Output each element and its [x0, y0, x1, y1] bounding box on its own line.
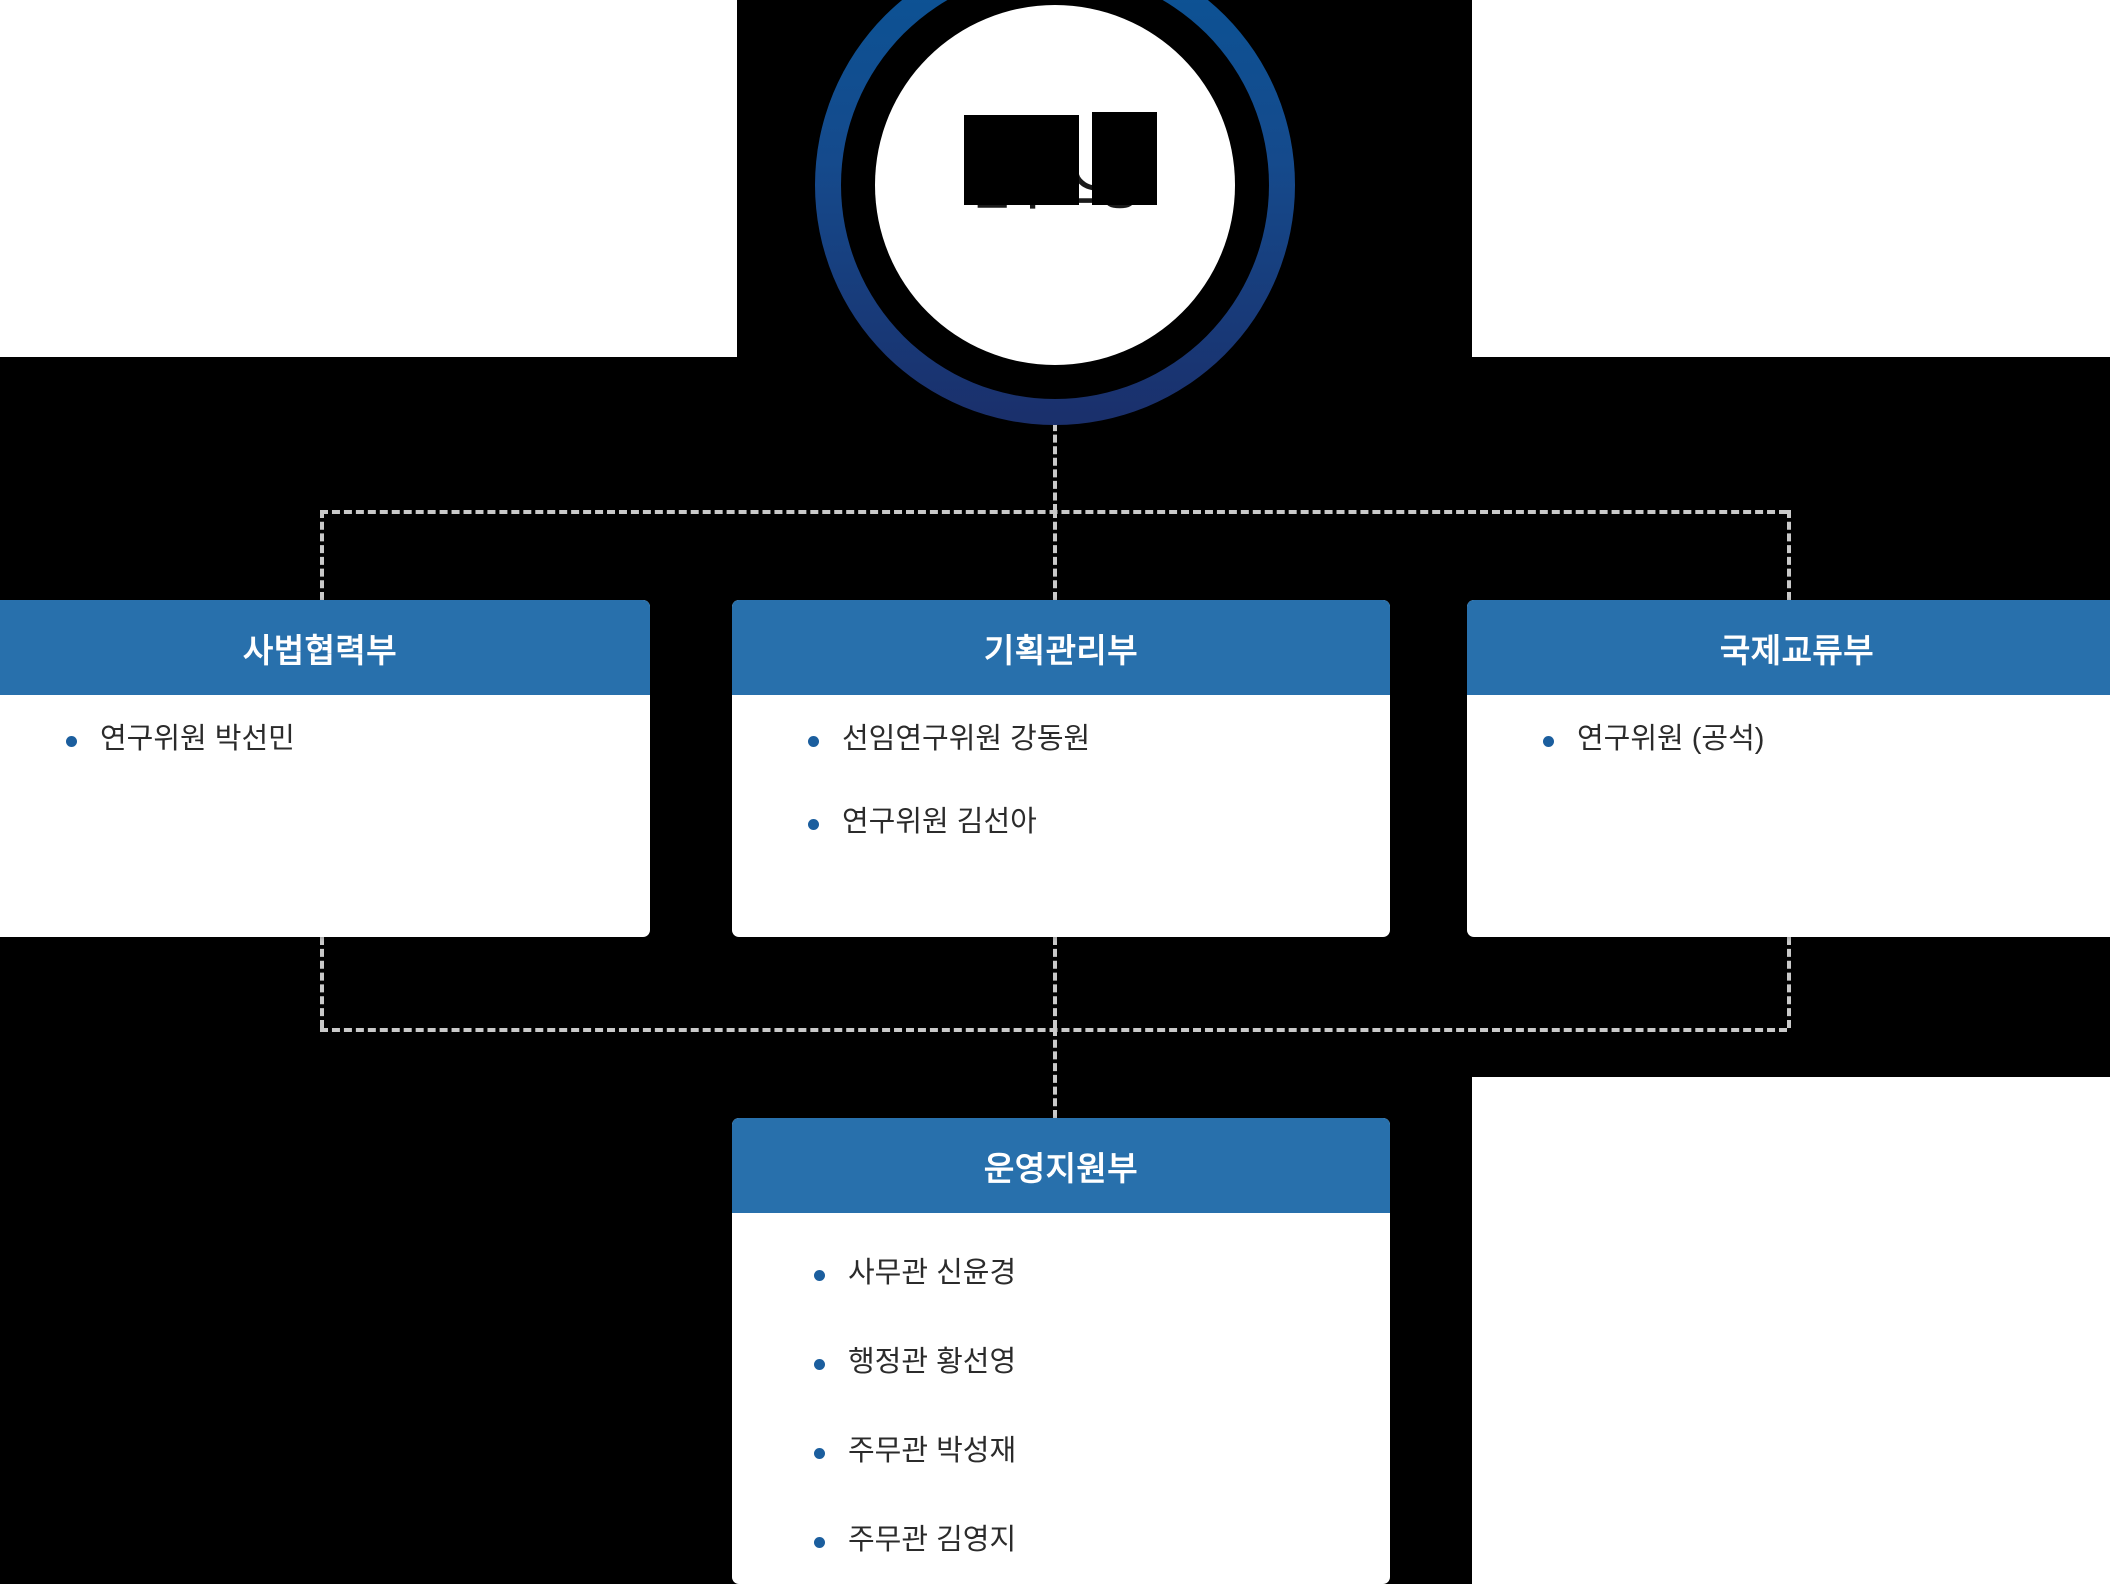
connector-rise-from-judicial-cooperation	[320, 937, 324, 1028]
list-item: 주무관 박성재	[814, 1437, 1390, 1466]
member-list-judicial-cooperation: 연구위원 박선민	[0, 725, 650, 754]
connector-rise-from-international-exchange	[1787, 937, 1791, 1028]
member-list-international-exchange: 연구위원 (공석)	[1467, 725, 2110, 754]
connector-bus-to-operations-support	[1053, 1028, 1057, 1118]
department-title-operations-support: 운영지원부	[732, 1118, 1390, 1213]
list-item: 주무관 김영지	[814, 1526, 1390, 1555]
department-title-judicial-cooperation: 사법협력부	[0, 600, 650, 695]
department-card-operations-support[interactable]: 운영지원부 사무관 신윤경 행정관 황선영 주무관 박성재 주무관 김영지	[732, 1118, 1390, 1584]
connector-rise-from-planning-management	[1053, 937, 1057, 1028]
department-title-international-exchange: 국제교류부	[1467, 600, 2110, 695]
connector-drop-to-judicial-cooperation	[320, 510, 324, 600]
connector-root-to-bus	[1053, 400, 1057, 512]
redaction-block-root-label-right	[1092, 112, 1157, 205]
department-title-planning-management: 기획관리부	[732, 600, 1390, 695]
redaction-block-root-label-left	[964, 115, 1079, 205]
department-body-operations-support: 사무관 신윤경 행정관 황선영 주무관 박성재 주무관 김영지	[732, 1213, 1390, 1584]
department-body-planning-management: 선임연구위원 강동원 연구위원 김선아	[732, 695, 1390, 937]
member-list-planning-management: 선임연구위원 강동원 연구위원 김선아	[732, 725, 1390, 837]
list-item: 사무관 신윤경	[814, 1259, 1390, 1288]
member-list-operations-support: 사무관 신윤경 행정관 황선영 주무관 박성재 주무관 김영지	[732, 1259, 1390, 1555]
list-item: 연구위원 (공석)	[1543, 725, 2110, 754]
department-body-international-exchange: 연구위원 (공석)	[1467, 695, 2110, 937]
department-card-judicial-cooperation[interactable]: 사법협력부 연구위원 박선민	[0, 600, 650, 937]
department-card-international-exchange[interactable]: 국제교류부 연구위원 (공석)	[1467, 600, 2110, 937]
connector-drop-to-international-exchange	[1787, 510, 1791, 600]
department-body-judicial-cooperation: 연구위원 박선민	[0, 695, 650, 937]
connector-drop-to-planning-management	[1053, 510, 1057, 600]
list-item: 행정관 황선영	[814, 1348, 1390, 1377]
list-item: 연구위원 김선아	[808, 808, 1390, 837]
list-item: 연구위원 박선민	[66, 725, 650, 754]
root-node-director[interactable]: 연구소장	[815, 0, 1295, 425]
overlay-block-bottom-left	[0, 1077, 370, 1584]
list-item: 선임연구위원 강동원	[808, 725, 1390, 754]
department-card-planning-management[interactable]: 기획관리부 선임연구위원 강동원 연구위원 김선아	[732, 600, 1390, 937]
